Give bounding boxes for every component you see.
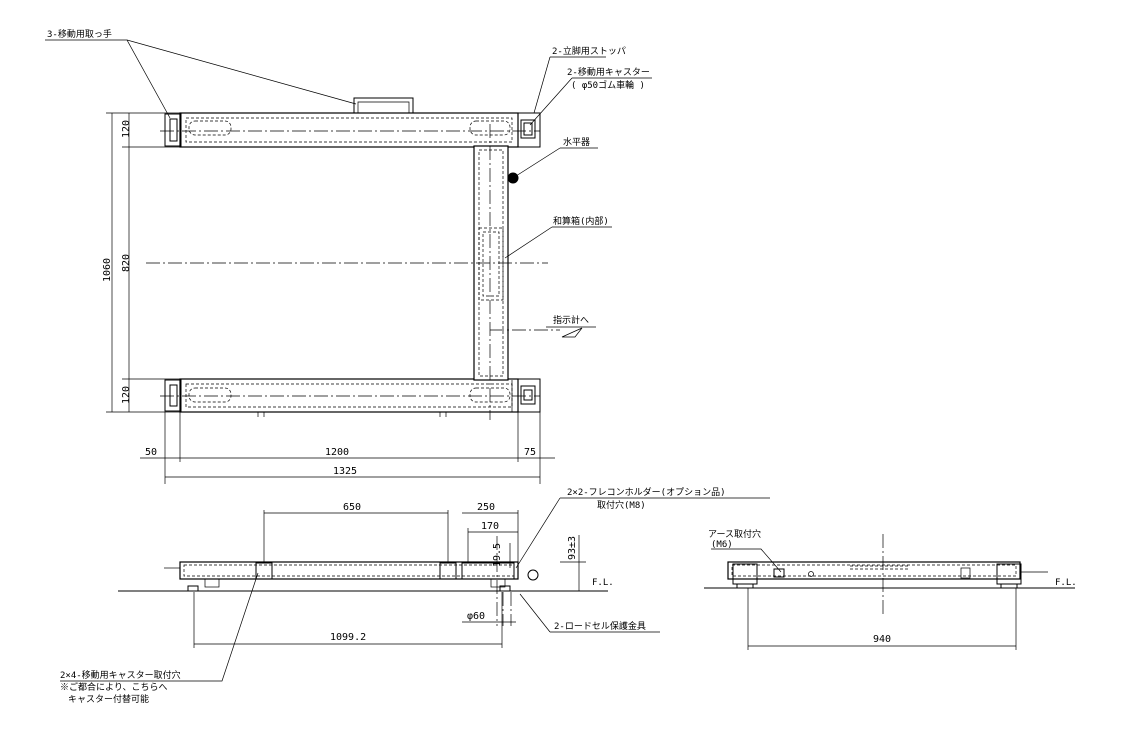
front-elevation bbox=[60, 497, 770, 682]
side-elevation bbox=[704, 534, 1075, 650]
label-earth-hole: アース取付穴 bbox=[708, 528, 761, 540]
dim-120-bottom: 120 bbox=[121, 386, 132, 404]
label-fl-front: F.L. bbox=[592, 578, 614, 588]
label-loadcell-guard: 2-ロードセル保護金具 bbox=[554, 620, 646, 632]
label-caster-mount: 2×4-移動用キャスター取付穴 bbox=[60, 669, 181, 681]
dim-93: 93±3 bbox=[567, 536, 578, 560]
dim-phi60: φ60 bbox=[467, 611, 485, 622]
plan-leaders bbox=[45, 39, 652, 328]
plan-view-texts: 3-移動用取っ手 2-立脚用ストッパ 2-移動用キャスター ( φ50ゴム車輪 … bbox=[47, 28, 650, 404]
label-caster-note-1: ※ご都合により、こちらへ bbox=[60, 681, 167, 693]
dim-250: 250 bbox=[477, 502, 495, 513]
dim-50: 50 bbox=[145, 447, 157, 458]
dim-820: 820 bbox=[121, 254, 132, 272]
dim-650: 650 bbox=[343, 502, 361, 513]
level-icon bbox=[507, 172, 519, 184]
label-caster-note-2: キャスター付替可能 bbox=[68, 693, 149, 705]
label-stopper: 2-立脚用ストッパ bbox=[552, 45, 626, 57]
plan-view bbox=[106, 97, 583, 420]
dim-1060: 1060 bbox=[102, 258, 113, 282]
dim-120-top: 120 bbox=[121, 120, 132, 138]
label-caster: 2-移動用キャスター bbox=[567, 66, 650, 78]
label-earth-hole-sub: (M6) bbox=[711, 540, 733, 550]
dim-940: 940 bbox=[873, 634, 891, 645]
front-elevation-texts: 650 250 170 19.5 93±3 φ60 1099.2 F.L. 2×… bbox=[60, 486, 726, 705]
label-level: 水平器 bbox=[563, 136, 590, 148]
plan-bottom-dims: 50 1200 75 1325 bbox=[140, 412, 555, 484]
side-elevation-texts: アース取付穴 (M6) F.L. 940 bbox=[708, 528, 1077, 645]
dim-170: 170 bbox=[481, 521, 499, 532]
dim-1099-2: 1099.2 bbox=[330, 632, 366, 643]
label-flexible-holder: 2×2-フレコンホルダー(オプション品) bbox=[567, 486, 726, 498]
label-junction-box: 和算箱(内部) bbox=[553, 215, 609, 227]
dim-19-5: 19.5 bbox=[492, 543, 503, 567]
label-holder-hole: 取付穴(M8) bbox=[597, 499, 646, 511]
label-handles: 3-移動用取っ手 bbox=[47, 28, 112, 40]
dim-75: 75 bbox=[524, 447, 536, 458]
label-indicator: 指示計へ bbox=[553, 314, 589, 326]
dim-1325: 1325 bbox=[333, 466, 357, 477]
label-caster-sub: ( φ50ゴム車輪 ) bbox=[571, 79, 645, 91]
label-fl-side: F.L. bbox=[1055, 578, 1077, 588]
dim-1200: 1200 bbox=[325, 447, 349, 458]
